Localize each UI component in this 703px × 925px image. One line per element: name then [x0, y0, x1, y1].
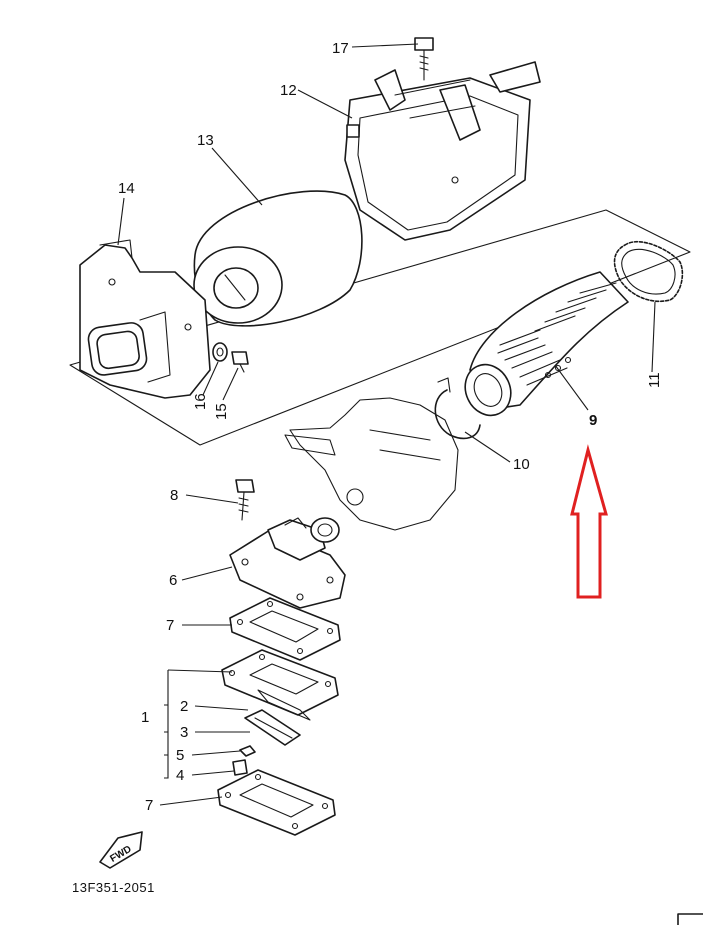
clamp-10 — [434, 377, 481, 440]
gasket-7-upper — [229, 597, 341, 661]
screw-17 — [414, 37, 434, 81]
subassembly-outline — [69, 209, 691, 446]
bolt-8 — [235, 479, 255, 521]
part-number-14: 14 — [118, 180, 135, 197]
part-number-6: 6 — [169, 572, 177, 589]
part-number-10: 10 — [513, 456, 530, 473]
part-number-5: 5 — [176, 747, 184, 764]
part-number-15: 15 — [213, 403, 230, 420]
part-number-9: 9 — [589, 412, 597, 429]
intake-manifold-6 — [229, 517, 346, 609]
gasket-7-lower — [217, 769, 336, 836]
air-box-case — [79, 239, 211, 399]
reed-valve-body-2 — [221, 649, 339, 721]
part-number-13: 13 — [197, 132, 214, 149]
bolt-15 — [231, 351, 249, 373]
part-number-1: 1 — [141, 709, 149, 726]
part-number-11: 11 — [646, 372, 663, 388]
intake-joint-9 — [464, 271, 629, 417]
screw-5 — [239, 745, 256, 757]
part-number-17: 17 — [332, 40, 349, 57]
drawing-code: 13F351-2051 — [72, 880, 155, 895]
fwd-arrow-badge: FWD — [99, 831, 143, 869]
air-filter-element — [193, 190, 363, 327]
screw-4 — [232, 759, 248, 776]
part-number-12: 12 — [280, 82, 297, 99]
highlight-arrow — [570, 444, 608, 599]
part-number-16: 16 — [192, 393, 209, 410]
part-number-7: 7 — [166, 617, 174, 634]
part-number-4: 4 — [176, 767, 184, 784]
part-number-7-lower: 7 — [145, 797, 153, 814]
corner-mark — [677, 913, 703, 925]
part-number-3: 3 — [180, 724, 188, 741]
washer-16 — [212, 342, 228, 362]
engine-ghost-outline — [284, 397, 459, 531]
part-number-2: 2 — [180, 698, 188, 715]
reed-petal-3 — [244, 709, 301, 746]
part-number-8: 8 — [170, 487, 178, 504]
leader-lines — [117, 43, 656, 806]
air-box-cover — [344, 61, 541, 241]
seal-ring-11 — [613, 240, 684, 302]
